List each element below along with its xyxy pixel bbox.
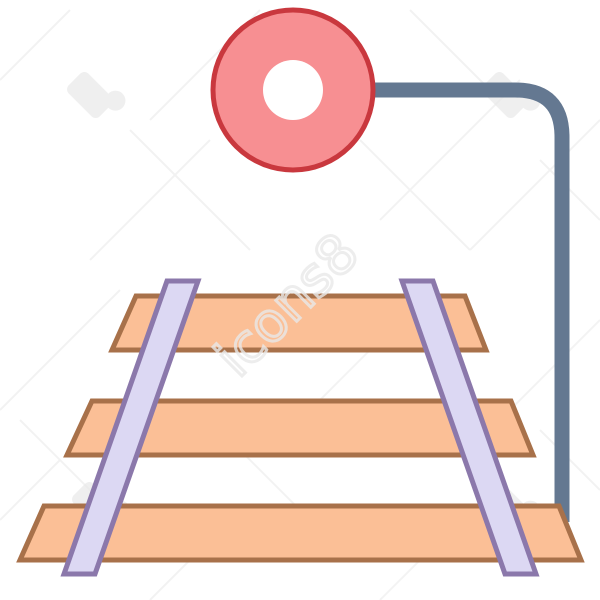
rails [60,278,540,577]
sleeper-bottom [16,503,585,563]
sleeper-middle [63,398,537,458]
watermark-lines [0,9,600,600]
rail-right [398,278,540,577]
watermark-logo [67,72,126,118]
sleepers [16,293,585,563]
sleeper-top [108,293,490,353]
signal-center [263,60,323,120]
rail-left [60,278,202,577]
signal-light-icon [210,7,376,173]
signal-cable [362,82,570,522]
